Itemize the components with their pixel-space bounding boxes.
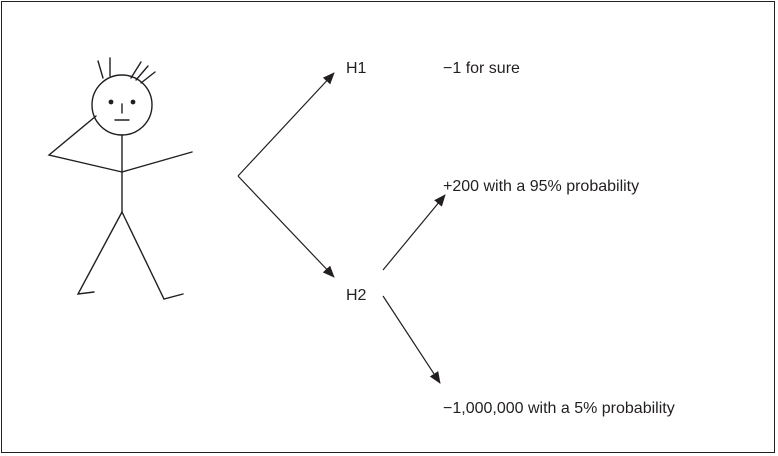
arrow-to-gain — [382, 194, 446, 271]
h2-gain-outcome-label: +200 with a 95% probability — [443, 178, 639, 195]
arrow-to-h2 — [237, 175, 335, 278]
arrow-to-h1 — [237, 72, 335, 177]
node-h1-label: H1 — [346, 60, 367, 77]
decision-arrows — [237, 72, 446, 384]
stick-figure-icon — [47, 57, 193, 300]
arrow-to-loss — [382, 295, 441, 384]
node-h2-label: H2 — [346, 287, 367, 304]
h2-loss-outcome-label: −1,000,000 with a 5% probability — [443, 400, 675, 417]
h1-outcome-label: −1 for sure — [443, 60, 520, 77]
